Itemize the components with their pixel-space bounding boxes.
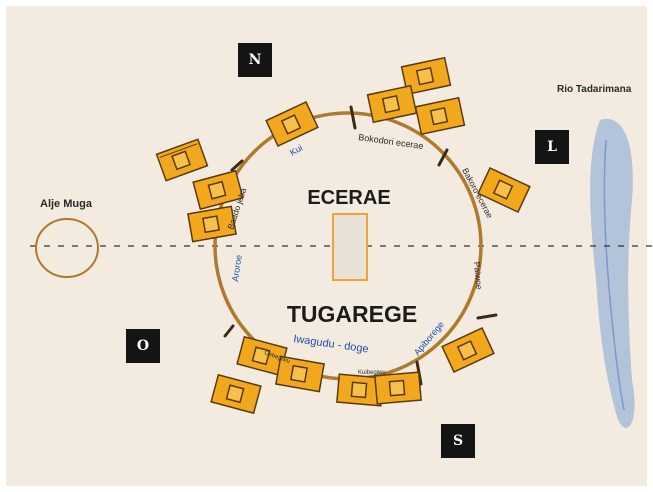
- ring-dividers: [223, 105, 498, 386]
- hut: [477, 167, 531, 213]
- compass-north: N: [238, 43, 272, 77]
- river: [590, 118, 635, 428]
- pond: [35, 218, 99, 278]
- compass-east: L: [535, 130, 569, 164]
- river-label: Rio Tadarimana: [557, 84, 632, 95]
- ring-label-paiwoe: Paiwoe: [472, 261, 484, 290]
- ring-label-aroroe: Aroroe: [230, 254, 244, 282]
- river-center-line: [603, 139, 625, 411]
- hut: [265, 101, 319, 147]
- hut: [187, 205, 237, 243]
- title-tugarege: TUGAREGE: [287, 301, 417, 327]
- hut: [374, 371, 422, 405]
- hut: [414, 96, 466, 136]
- huts: [155, 56, 531, 415]
- hut: [366, 84, 418, 124]
- compass-south: S: [441, 424, 475, 458]
- small-label-kuibegiwu: Kuibegiwu: [358, 370, 386, 376]
- ring-label-iwagudu: Iwagudu - doge: [293, 333, 370, 355]
- ring-label-bokodori: Bokodori ecerae: [358, 132, 424, 151]
- ring-label-kui: Kui: [288, 143, 304, 158]
- men-house: [332, 213, 368, 281]
- pond-label: Alje Muga: [40, 198, 92, 210]
- hut: [336, 373, 384, 407]
- hut: [210, 373, 262, 415]
- hut: [400, 56, 452, 96]
- hut: [155, 138, 209, 182]
- hut: [192, 169, 244, 211]
- hut: [275, 355, 325, 393]
- hut: [441, 327, 495, 373]
- title-ecerae: ECERAE: [307, 187, 390, 209]
- hut: [236, 335, 288, 377]
- compass-west: O: [126, 329, 160, 363]
